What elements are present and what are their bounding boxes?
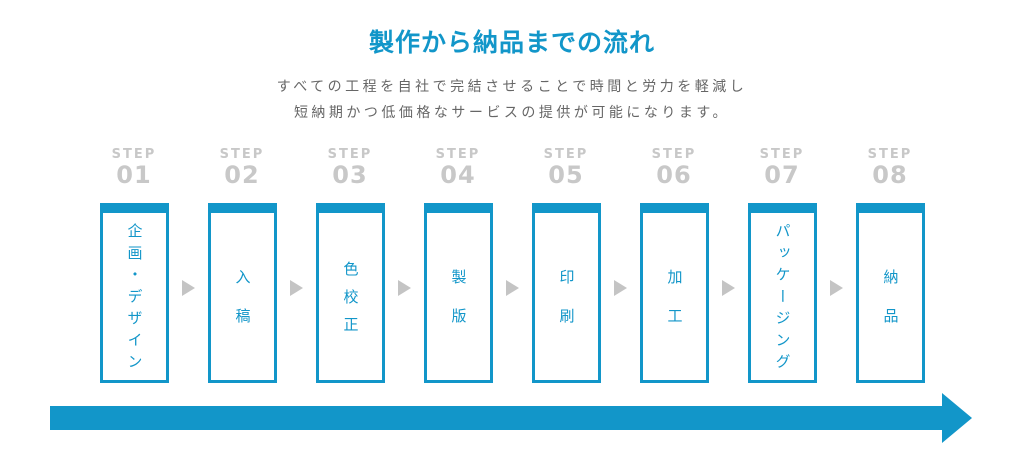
- step-box: 色校正: [315, 202, 385, 383]
- step-number: 03: [332, 160, 368, 189]
- step-word: STEP: [759, 146, 805, 162]
- production-flow-diagram: 製作から納品までの流れ すべての工程を自社で完結させることで時間と労力を軽減し …: [0, 27, 1024, 469]
- right-triangle-icon: [721, 279, 735, 296]
- right-triangle-icon: [181, 279, 195, 296]
- page-title: 製作から納品までの流れ: [368, 28, 655, 57]
- step-box: 印刷: [531, 202, 601, 383]
- step-box-label: 製版: [449, 269, 468, 348]
- step-box-label: 納品: [881, 269, 900, 348]
- step-connector: [709, 148, 748, 296]
- step-word: STEP: [219, 146, 265, 162]
- step-number: 07: [764, 160, 800, 189]
- page-subtitle: すべての工程を自社で完結させることで時間と労力を軽減し 短納期かつ低価格なサービ…: [0, 74, 1024, 126]
- step-connector: [493, 148, 532, 296]
- subtitle-line-1: すべての工程を自社で完結させることで時間と労力を軽減し: [276, 78, 748, 95]
- step-word: STEP: [651, 146, 697, 162]
- right-triangle-icon: [829, 279, 843, 296]
- step-box-label: 企画・デザイン: [125, 223, 144, 376]
- step-connector: [601, 148, 640, 296]
- step-word: STEP: [543, 146, 589, 162]
- subtitle-line-2: 短納期かつ低価格なサービスの提供が可能になります。: [293, 104, 731, 121]
- flow-direction-arrow: [50, 392, 972, 443]
- step-box: パッケージング: [747, 202, 817, 383]
- step-word: STEP: [867, 146, 913, 162]
- step-number: 08: [872, 160, 908, 189]
- step-number: 02: [224, 160, 260, 189]
- step-number: 06: [656, 160, 692, 189]
- step-word: STEP: [435, 146, 481, 162]
- step-word: STEP: [111, 146, 157, 162]
- step-number: 04: [440, 160, 476, 189]
- step-box-label: 印刷: [557, 269, 576, 348]
- step-box: 納品: [855, 202, 925, 383]
- right-triangle-icon: [289, 279, 303, 296]
- step-number: 01: [116, 160, 152, 189]
- step-box: 入稿: [207, 202, 277, 383]
- step-connector: [817, 148, 856, 296]
- step-box: 企画・デザイン: [99, 202, 169, 383]
- step-box-label: 加工: [665, 269, 684, 348]
- right-arrow-icon: [942, 392, 972, 443]
- step-word: STEP: [327, 146, 373, 162]
- right-triangle-icon: [397, 279, 411, 296]
- step-box: 製版: [423, 202, 493, 383]
- right-triangle-icon: [613, 279, 627, 296]
- right-triangle-icon: [505, 279, 519, 296]
- flow-arrow-bar: [50, 405, 942, 430]
- step-connector: [385, 148, 424, 296]
- step-box: 加工: [639, 202, 709, 383]
- step-connector: [169, 148, 208, 296]
- step-number: 05: [548, 160, 584, 189]
- step-box-label: パッケージング: [773, 223, 792, 376]
- step-box-label: 色校正: [341, 260, 360, 345]
- step-connector: [277, 148, 316, 296]
- step-box-label: 入稿: [233, 269, 252, 348]
